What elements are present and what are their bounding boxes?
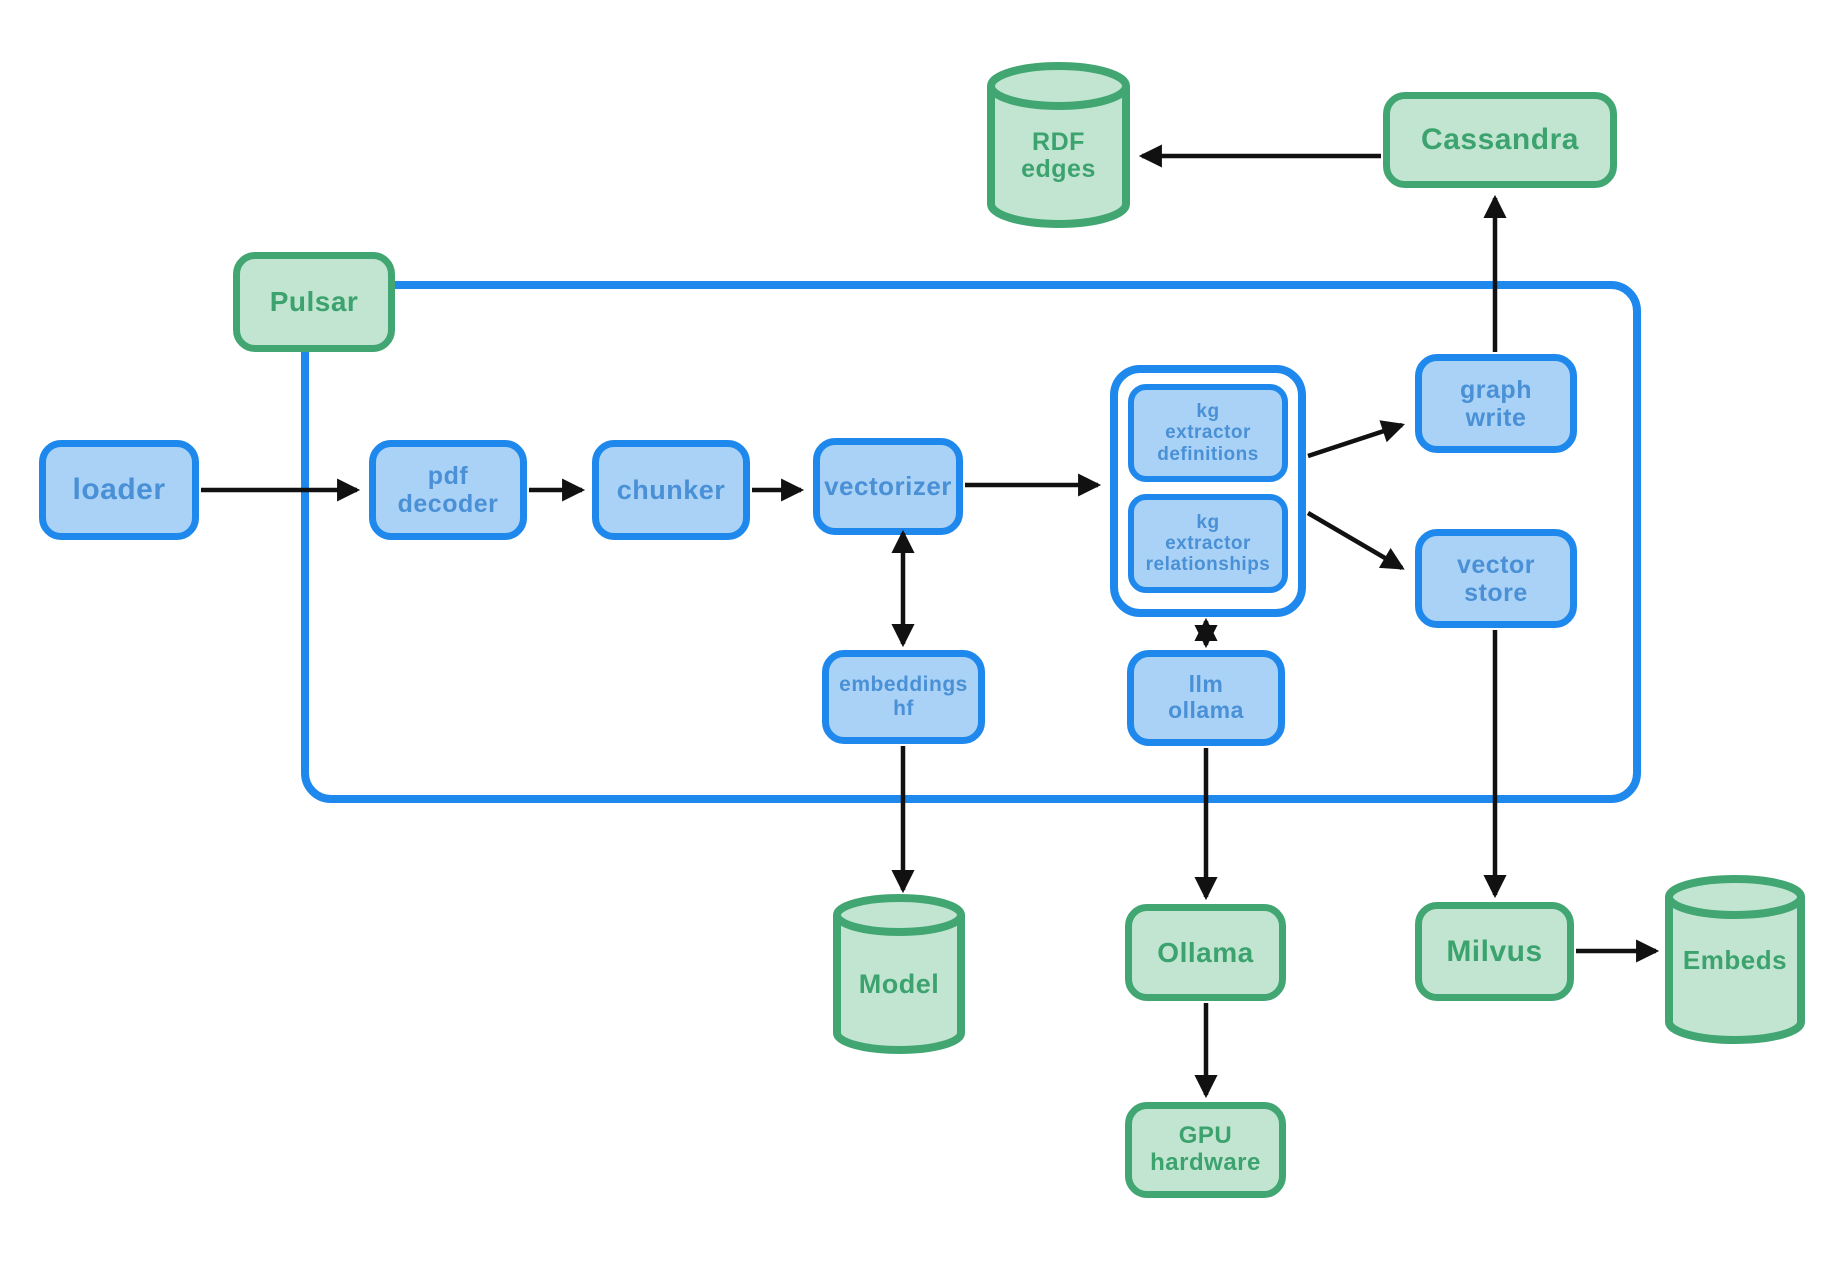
node-embeds-label: Embeds bbox=[1682, 944, 1788, 975]
node-embeddings-hf: embeddings hf bbox=[822, 650, 985, 744]
node-milvus: Milvus bbox=[1415, 902, 1574, 1001]
node-gpu-hardware: GPU hardware bbox=[1125, 1102, 1286, 1198]
node-graph-write: graph write bbox=[1415, 354, 1577, 453]
pulsar-boundary-box bbox=[301, 281, 1641, 803]
node-pulsar: Pulsar bbox=[233, 252, 395, 352]
node-cassandra: Cassandra bbox=[1383, 92, 1617, 188]
node-pdf-decoder: pdf decoder bbox=[369, 440, 527, 540]
node-kg-extractor-definitions: kg extractor definitions bbox=[1128, 384, 1288, 482]
node-model-label: Model bbox=[858, 969, 940, 1000]
node-vector-store: vector store bbox=[1415, 529, 1577, 628]
node-ollama: Ollama bbox=[1125, 904, 1286, 1001]
node-llm-ollama: llm ollama bbox=[1127, 650, 1285, 746]
node-vectorizer: vectorizer bbox=[813, 438, 963, 535]
node-kg-extractor-relationships: kg extractor relationships bbox=[1128, 494, 1288, 593]
node-chunker: chunker bbox=[592, 440, 750, 540]
node-rdf-edges-label: RDF edges bbox=[1021, 127, 1096, 183]
node-loader: loader bbox=[39, 440, 199, 540]
